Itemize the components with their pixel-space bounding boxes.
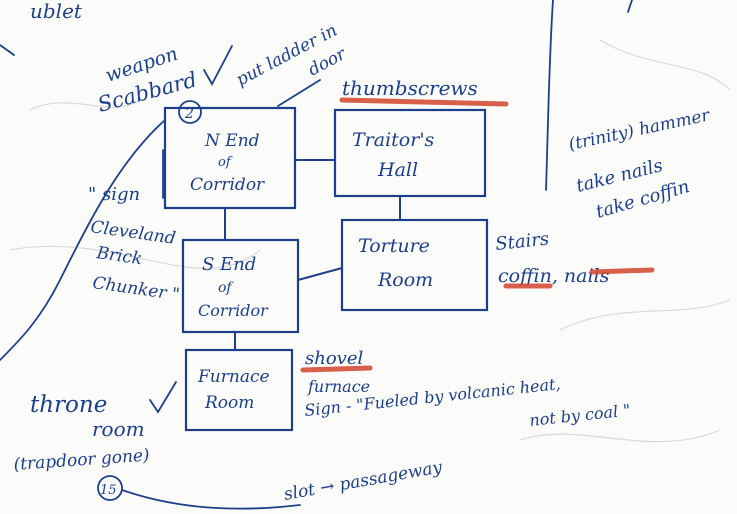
svg-text:S End: S End xyxy=(202,254,256,275)
slot-passageway-note: slot → passageway xyxy=(282,457,444,505)
trapdoor-note: (trapdoor gone) xyxy=(13,446,150,475)
top-left-mark xyxy=(0,44,15,56)
svg-text:Corridor: Corridor xyxy=(190,175,265,195)
room-marker-bottom: 15 xyxy=(97,475,123,501)
shovel-note: shovel xyxy=(300,348,373,373)
svg-text:Traitor's: Traitor's xyxy=(352,129,435,151)
svg-text:of: of xyxy=(218,280,234,296)
thumbscrews-note: thumbscrews xyxy=(339,76,509,107)
svg-text:N End: N End xyxy=(204,131,260,151)
svg-text:Torture: Torture xyxy=(358,235,430,257)
top-left-note: ublet xyxy=(30,0,83,23)
room-traitors-hall: Traitor's Hall xyxy=(333,108,487,198)
room-furnace-room: Furnace Room xyxy=(184,348,294,432)
svg-text:Room: Room xyxy=(377,269,433,291)
svg-text:throne: throne xyxy=(30,392,107,418)
svg-text:of: of xyxy=(218,155,233,170)
right-side-notes: (trinity) hammer take nails take coffin xyxy=(567,105,712,222)
room-south-corridor: S End of Corridor xyxy=(181,238,300,334)
throne-room-note: throne room xyxy=(30,381,177,441)
weapon-scabbard-note: weapon Scabbard xyxy=(95,43,233,117)
svg-text:Furnace: Furnace xyxy=(197,367,270,387)
svg-text:15: 15 xyxy=(100,483,117,498)
svg-text:(trinity) hammer: (trinity) hammer xyxy=(567,105,712,155)
svg-text:Hall: Hall xyxy=(377,159,418,181)
svg-text:thumbscrews: thumbscrews xyxy=(342,76,478,100)
check-mark-throne xyxy=(149,381,177,414)
svg-text:Chunker ": Chunker " xyxy=(91,273,181,305)
room-marker-top: 2 xyxy=(178,100,202,124)
passage-curve-left xyxy=(0,119,166,361)
svg-text:coffin, nails: coffin, nails xyxy=(498,265,610,287)
svg-text:room: room xyxy=(92,417,145,441)
corner-mark xyxy=(627,0,633,13)
furnace-sign-note: furnace Sign - "Fueled by volcanic heat,… xyxy=(303,374,631,430)
check-mark xyxy=(203,45,233,86)
room-torture-room: Torture Room xyxy=(340,218,489,312)
put-ladder-note: put ladder in door xyxy=(233,20,350,107)
svg-text:not by coal ": not by coal " xyxy=(528,400,631,430)
svg-text:2: 2 xyxy=(184,106,194,122)
ladder-arrow xyxy=(277,79,321,107)
room-connections xyxy=(224,159,401,350)
svg-text:Stairs: Stairs xyxy=(494,228,550,255)
svg-text:furnace: furnace xyxy=(307,377,370,396)
page-divider-line xyxy=(545,0,554,191)
stairs-coffin-note: Stairs coffin, nails xyxy=(494,228,655,289)
svg-text:Corridor: Corridor xyxy=(198,301,269,320)
paper-texture xyxy=(9,39,731,443)
svg-text:shovel: shovel xyxy=(305,348,363,369)
svg-text:" sign: " sign xyxy=(88,184,140,205)
passage-curve-bottom xyxy=(121,489,301,510)
svg-text:Room: Room xyxy=(204,393,254,413)
room-north-corridor: N End of Corridor xyxy=(162,106,297,210)
svg-text:Brick: Brick xyxy=(94,243,143,269)
